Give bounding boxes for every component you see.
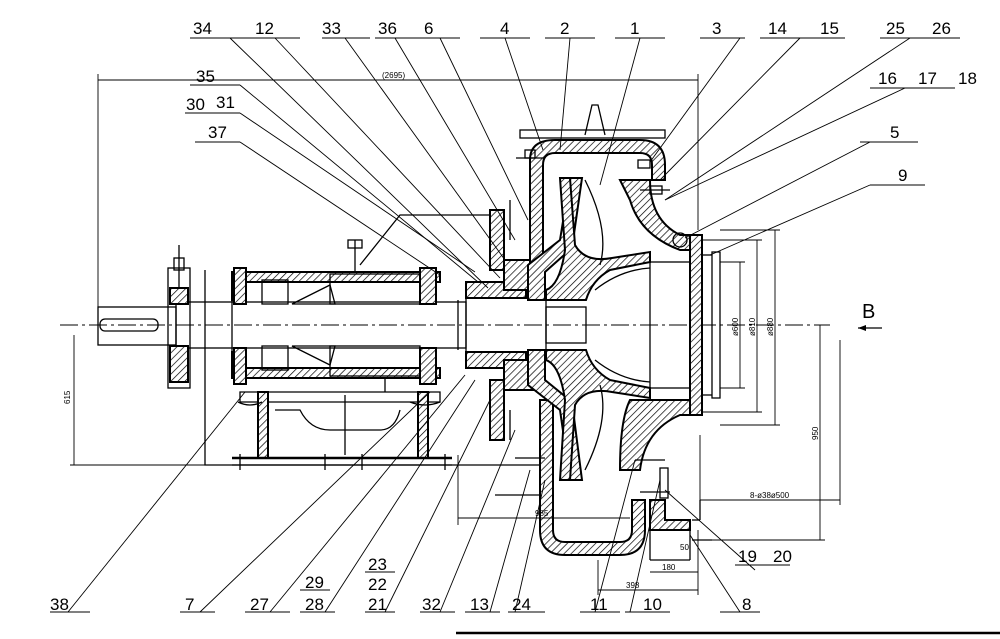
callout-7: 7 bbox=[185, 595, 194, 614]
view-label-b: B bbox=[862, 301, 875, 323]
callout-26: 26 bbox=[932, 19, 951, 38]
callout-19: 19 bbox=[738, 547, 757, 566]
callout-2: 2 bbox=[560, 19, 569, 38]
dim-discharge-height: 950 bbox=[811, 426, 820, 440]
dim-outlet-flange: 8-ø38ø500 bbox=[750, 491, 790, 500]
callout-21: 21 bbox=[368, 595, 387, 614]
callout-8: 8 bbox=[742, 595, 751, 614]
stuffing-box bbox=[457, 200, 535, 441]
callout-13: 13 bbox=[470, 595, 489, 614]
callout-5: 5 bbox=[890, 123, 899, 142]
callout-31: 31 bbox=[216, 93, 235, 112]
callout-25: 25 bbox=[886, 19, 905, 38]
dim-overall-length: (2695) bbox=[382, 71, 405, 80]
dimension-text: (2695) 615 ø600 ø810 ø880 950 985 8-ø38ø… bbox=[63, 71, 820, 590]
dim-inlet-large: ø880 bbox=[766, 317, 775, 336]
callout-16: 16 bbox=[878, 69, 897, 88]
dim-inlet-small: ø600 bbox=[731, 317, 740, 336]
callout-15: 15 bbox=[820, 19, 839, 38]
callout-6: 6 bbox=[424, 19, 433, 38]
callout-36: 36 bbox=[378, 19, 397, 38]
callout-numbers: 34 12 33 36 6 4 2 1 3 14 15 25 26 35 30 … bbox=[50, 19, 977, 614]
callout-10: 10 bbox=[643, 595, 662, 614]
callout-20: 20 bbox=[773, 547, 792, 566]
shaft bbox=[60, 297, 830, 353]
callout-9: 9 bbox=[898, 166, 907, 185]
callout-11: 11 bbox=[590, 595, 608, 614]
dim-foot-edge: 50 bbox=[680, 543, 689, 552]
callout-33: 33 bbox=[322, 19, 341, 38]
callout-18: 18 bbox=[958, 69, 977, 88]
dim-shaft-height: 615 bbox=[63, 390, 72, 404]
dimension-lines bbox=[70, 74, 1000, 635]
dim-base-length: 985 bbox=[535, 509, 549, 518]
callout-28: 28 bbox=[305, 595, 324, 614]
dim-inlet-mid: ø810 bbox=[748, 317, 757, 336]
callout-3: 3 bbox=[712, 19, 721, 38]
pump-casing bbox=[495, 104, 721, 561]
callout-4: 4 bbox=[500, 19, 509, 38]
callout-29: 29 bbox=[305, 573, 324, 592]
dim-foot-width: 180 bbox=[662, 563, 676, 572]
callout-37: 37 bbox=[208, 123, 227, 142]
leader-lines bbox=[50, 37, 960, 613]
coupling bbox=[167, 245, 191, 389]
callout-17: 17 bbox=[918, 69, 937, 88]
bearing-housing bbox=[231, 239, 441, 392]
callout-23: 23 bbox=[368, 555, 387, 574]
callout-32: 32 bbox=[422, 595, 441, 614]
dim-foot-span: 398 bbox=[626, 581, 640, 590]
callout-14: 14 bbox=[768, 19, 787, 38]
callout-35: 35 bbox=[196, 67, 215, 86]
callout-38: 38 bbox=[50, 595, 69, 614]
callout-24: 24 bbox=[512, 595, 531, 614]
callout-30: 30 bbox=[186, 95, 205, 114]
callout-22: 22 bbox=[368, 575, 387, 594]
callout-12: 12 bbox=[255, 19, 274, 38]
callout-34: 34 bbox=[193, 19, 212, 38]
callout-27: 27 bbox=[250, 595, 269, 614]
callout-1: 1 bbox=[630, 19, 639, 38]
